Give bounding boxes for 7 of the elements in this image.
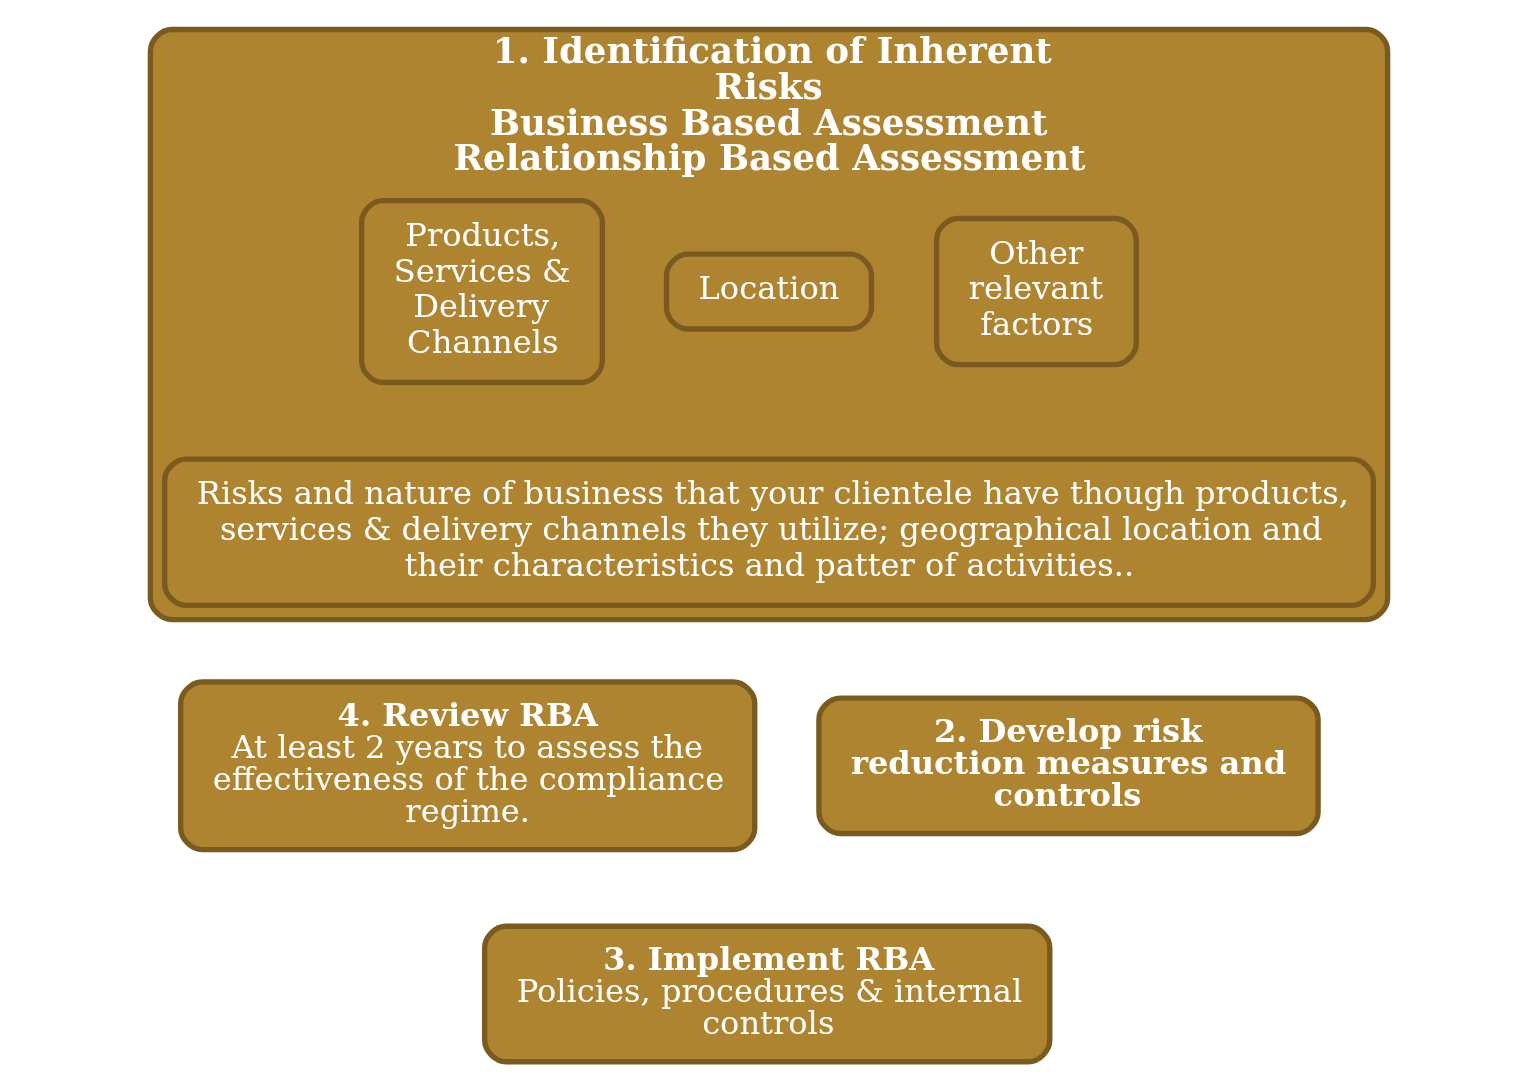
node-box: Other relevant factors	[933, 215, 1139, 368]
node-box: Risks and nature of business that your clientele have though products, services & delivery channels they utilize; geographical location and their characteristics and patter of activities..	[161, 456, 1376, 609]
node-box: 3. Implement RBA Policies, procedures & internal controls	[481, 923, 1052, 1065]
node-box: 2. Develop risk reduction measures and controls	[815, 695, 1321, 837]
node-box: 4. Review RBA At least 2 years to assess the effectiveness of the compliance regime.	[177, 679, 757, 853]
node-box: Products, Services & Delivery Channels	[358, 198, 605, 386]
node-box: Location	[663, 251, 874, 332]
